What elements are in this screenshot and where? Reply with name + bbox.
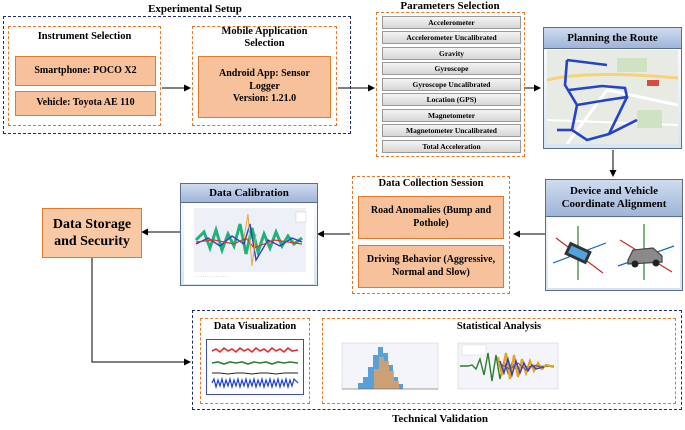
experimental-setup-group <box>3 16 351 134</box>
vehicle-label: Vehicle: Toyota AE 110 <box>36 97 135 109</box>
app-line3: Version: 1.21.0 <box>232 93 297 105</box>
driving-behavior-line2: Normal and Slow) <box>392 266 470 278</box>
technical-validation-group <box>192 310 682 410</box>
road-anomalies-line2: Pothole) <box>413 217 449 229</box>
param-location-gps: Location (GPS) <box>382 93 521 106</box>
app-line2: Logger <box>249 80 280 92</box>
smartphone-box: Smartphone: POCO X2 <box>15 56 156 86</box>
data-storage-box: Data Storage and Security <box>42 208 142 258</box>
alignment-image <box>548 218 680 288</box>
road-anomalies-box: Road Anomalies (Bump and Pothole) <box>358 196 504 239</box>
route-title: Planning the Route <box>544 28 681 49</box>
mobile-app-title-line1: Mobile Application <box>221 26 308 37</box>
mobile-app-group <box>192 26 337 126</box>
instrument-selection-title: Instrument Selection <box>37 31 132 42</box>
visualization-group <box>200 318 310 404</box>
alignment-panel: Device and Vehicle Coordinate Alignment <box>545 179 683 291</box>
instrument-selection-group <box>8 26 161 126</box>
collection-title: Data Collection Session <box>378 178 484 189</box>
app-line1: Android App: Sensor <box>219 68 310 80</box>
param-gyroscope-uncalibrated: Gyroscope Uncalibrated <box>382 78 521 91</box>
calibration-panel: Data Calibration · · · · · · · · · · · ·… <box>180 183 318 286</box>
experimental-setup-title: Experimental Setup <box>148 3 242 15</box>
data-storage-line2: and Security <box>54 234 130 249</box>
param-magnetometer-uncalibrated: Magnetometer Uncalibrated <box>382 124 521 137</box>
param-accelerometer: Accelerometer <box>382 16 521 29</box>
alignment-title-line2: Coordinate Alignment <box>561 198 667 210</box>
alignment-title-line1: Device and Vehicle <box>570 185 658 197</box>
data-storage-line1: Data Storage <box>52 217 132 232</box>
route-panel: Planning the Route <box>543 27 682 149</box>
road-anomalies-line1: Road Anomalies (Bump and <box>370 205 492 216</box>
calibration-title: Data Calibration <box>181 184 317 203</box>
visualization-plot-image <box>206 339 304 395</box>
smartphone-label: Smartphone: POCO X2 <box>34 64 137 76</box>
param-magnetometer: Magnetometer <box>382 109 521 122</box>
param-accelerometer-uncalibrated: Accelerometer Uncalibrated <box>382 31 521 44</box>
alignment-title: Device and Vehicle Coordinate Alignment <box>546 180 682 217</box>
param-gyroscope: Gyroscope <box>382 62 521 75</box>
driving-behavior-line1: Driving Behavior (Aggressive, <box>366 254 496 265</box>
param-gravity: Gravity <box>382 47 521 60</box>
histogram-image <box>336 339 444 397</box>
calibration-plot-image: · · · · · · · · · · · · · · · <box>184 204 314 284</box>
visualization-title: Data Visualization <box>213 321 297 332</box>
vehicle-box: Vehicle: Toyota AE 110 <box>15 91 156 116</box>
route-map-image <box>547 50 678 144</box>
svg-text:· · · · · · · · · · · · ·: · · · · · · · · · · · · · · · <box>196 275 228 279</box>
parameters-group: Accelerometer Accelerometer Uncalibrated… <box>376 12 525 157</box>
collection-group <box>352 176 510 294</box>
technical-validation-title: Technical Validation <box>392 413 488 425</box>
statistical-group <box>322 318 676 404</box>
signal-comparison-image <box>454 339 562 397</box>
mobile-app-title-line2: Selection <box>244 38 285 49</box>
mobile-app-title: Mobile Application Selection <box>192 26 337 50</box>
statistical-title: Statistical Analysis <box>456 321 542 332</box>
parameters-title: Parameters Selection <box>400 0 500 12</box>
app-box: Android App: Sensor Logger Version: 1.21… <box>198 56 331 118</box>
param-total-acceleration: Total Acceleration <box>382 140 521 153</box>
arrow-storage-to-validation <box>91 258 191 366</box>
driving-behavior-box: Driving Behavior (Aggressive, Normal and… <box>358 245 504 288</box>
